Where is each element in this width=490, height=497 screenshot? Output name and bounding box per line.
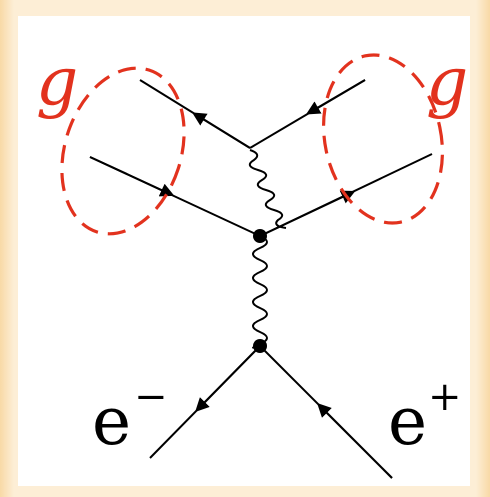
vertex-upper — [253, 229, 267, 243]
diagram-panel — [18, 16, 470, 486]
gluon-loop-right — [321, 53, 445, 225]
quark-arrow-mid-right — [259, 190, 356, 237]
quark-arrow-mid-left — [89, 156, 175, 197]
gluon-loop-left — [60, 66, 186, 236]
gluon-label-left: g — [36, 43, 78, 120]
quark-arrow-top-left — [192, 112, 251, 149]
vertex-lower — [253, 339, 267, 353]
positron-arrow — [317, 403, 393, 479]
positron-charge-label: + — [428, 374, 462, 420]
electron-charge-label: − — [134, 374, 168, 420]
gluon-label-right: g — [426, 43, 468, 120]
electron-arrow — [195, 345, 261, 412]
photon-propagator-wiggle — [252, 235, 268, 349]
gluon-exchange-wiggle — [248, 149, 287, 229]
positron-label: e — [388, 383, 427, 460]
quark-arrow-top-right — [305, 79, 366, 115]
electron-label: e — [92, 383, 131, 460]
